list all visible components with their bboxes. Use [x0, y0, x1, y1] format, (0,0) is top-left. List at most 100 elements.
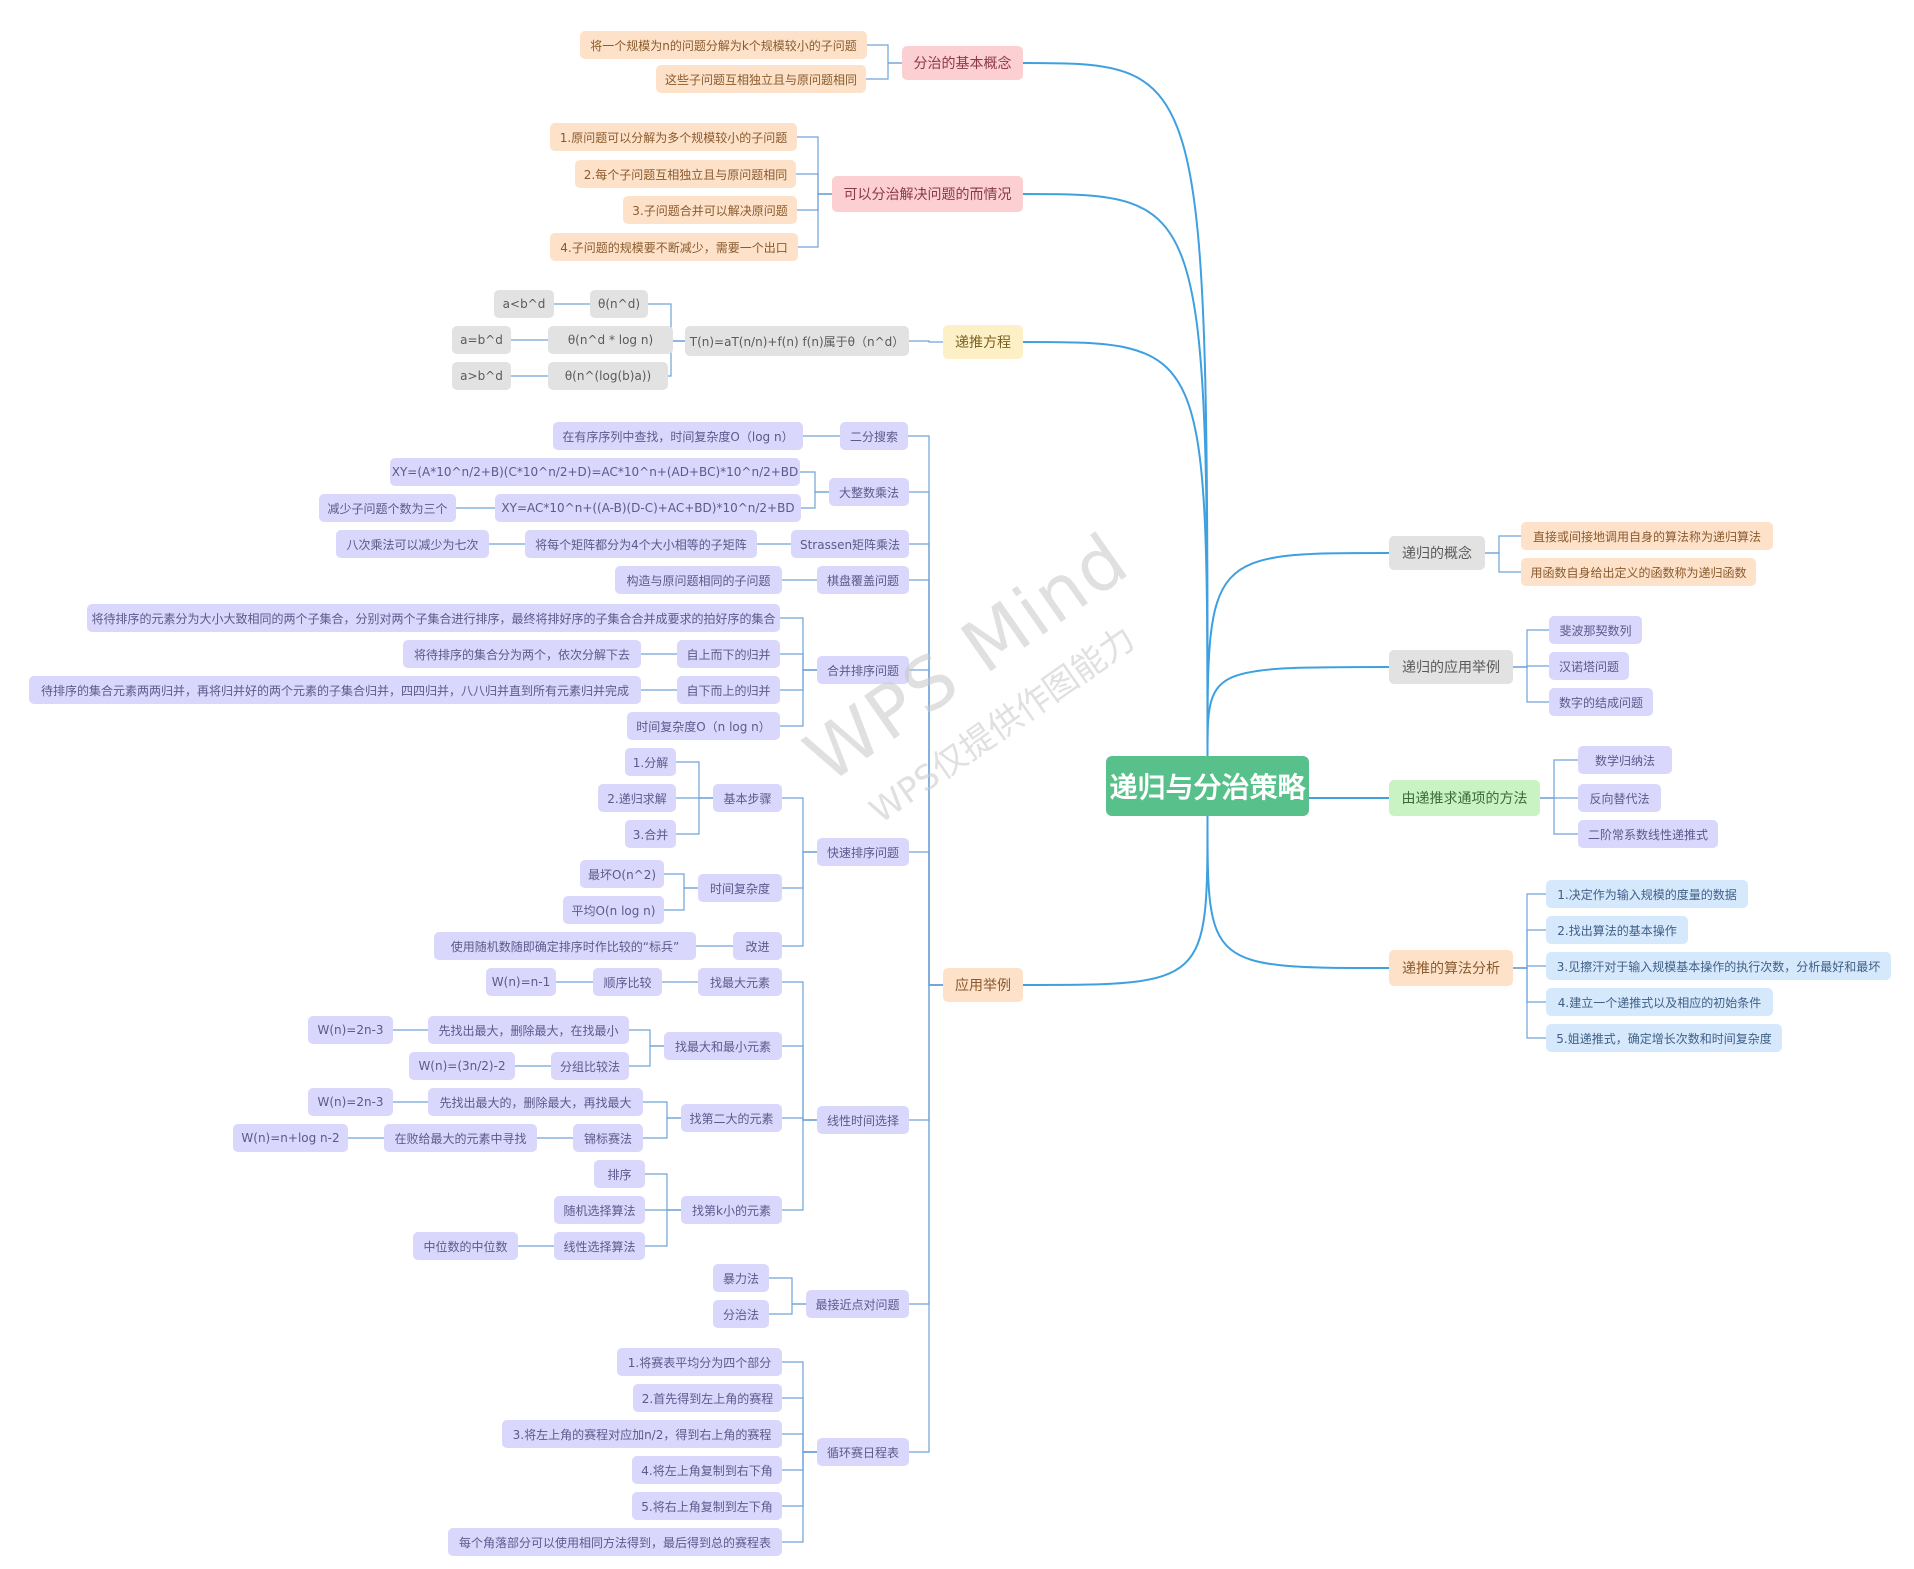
node-b-cases[interactable]: 可以分治解决问题的而情况 [832, 176, 1023, 212]
node-ra3[interactable]: 数字的结成问题 [1549, 688, 1653, 716]
node-st1[interactable]: 将每个矩阵都分为4个大小相等的子矩阵 [525, 530, 757, 558]
node-b-method[interactable]: 由递推求通项的方法 [1389, 780, 1540, 816]
edge-rr-to-rr3 [782, 1433, 817, 1453]
node-bs[interactable]: 二分搜索 [840, 422, 908, 450]
node-ls-k3[interactable]: 线性选择算法 [554, 1232, 645, 1260]
node-ls-mm2a[interactable]: W(n)=(3n/2)-2 [409, 1052, 515, 1080]
node-qs-time[interactable]: 时间复杂度 [698, 874, 782, 902]
node-mg1[interactable]: 将待排序的元素分为大小大致相同的两个子集合，分别对两个子集合进行排序，最终将排好… [87, 604, 780, 632]
node-rec-t1[interactable]: θ(n^d) [590, 290, 648, 318]
node-rr1[interactable]: 1.将赛表平均分为四个部分 [617, 1348, 782, 1376]
node-cl2[interactable]: 分治法 [713, 1300, 769, 1328]
node-rr[interactable]: 循环赛日程表 [817, 1438, 909, 1466]
node-ls-2nd2b[interactable]: W(n)=n+log n-2 [233, 1124, 348, 1152]
node-rec-c2[interactable]: a=b^d [452, 326, 511, 354]
node-an5[interactable]: 5.姐递推式，确定增长次数和时间复杂度 [1546, 1024, 1782, 1052]
node-b-app[interactable]: 应用举例 [943, 968, 1023, 1002]
edge-quick-to-qs-time [782, 851, 817, 889]
node-ls-k[interactable]: 找第k小的元素 [681, 1196, 782, 1224]
node-qs-imp[interactable]: 改进 [733, 932, 782, 960]
node-b-rec[interactable]: 递推方程 [943, 325, 1023, 359]
node-me2[interactable]: 反向替代法 [1578, 784, 1661, 812]
node-b-analysis[interactable]: 递推的算法分析 [1389, 950, 1513, 986]
node-an4[interactable]: 4.建立一个递推式以及相应的初始条件 [1546, 988, 1773, 1016]
node-linsel[interactable]: 线性时间选择 [817, 1106, 909, 1134]
node-me3[interactable]: 二阶常系数线性递推式 [1578, 820, 1718, 848]
node-qs-s2[interactable]: 2.递归求解 [598, 784, 676, 812]
node-case2[interactable]: 2.每个子问题互相独立且与原问题相同 [575, 160, 796, 188]
node-ls-mm1[interactable]: 先找出最大，删除最大，在找最小 [428, 1016, 629, 1044]
node-rec-t2[interactable]: θ(n^d * log n) [548, 326, 673, 354]
node-rec-eq[interactable]: T(n)=aT(n/n)+f(n) f(n)属于θ（n^d） [685, 326, 909, 356]
node-strassen[interactable]: Strassen矩阵乘法 [791, 530, 909, 558]
node-ls-2nd2[interactable]: 锦标赛法 [573, 1124, 643, 1152]
node-chess[interactable]: 棋盘覆盖问题 [817, 566, 909, 594]
node-mg3a[interactable]: 待排序的集合元素两两归并，再将归并好的两个元素的子集合归并，四四归并，八八归并直… [29, 676, 641, 704]
node-con2[interactable]: 用函数自身给出定义的函数称为递归函数 [1521, 558, 1756, 586]
edge-b-cases-to-case4 [798, 193, 832, 248]
node-rr5[interactable]: 5.将右上角复制到左下角 [632, 1492, 782, 1520]
node-b-recapp[interactable]: 递归的应用举例 [1389, 650, 1513, 684]
node-ls-2nd[interactable]: 找第二大的元素 [681, 1104, 782, 1132]
node-bm2a[interactable]: 减少子问题个数为三个 [319, 494, 456, 522]
node-ch1[interactable]: 构造与原问题相同的子问题 [615, 566, 782, 594]
node-basic1[interactable]: 将一个规模为n的问题分解为k个规模较小的子问题 [580, 31, 867, 59]
node-qs-steps[interactable]: 基本步骤 [713, 784, 782, 812]
node-rec-c3[interactable]: a>b^d [452, 362, 511, 390]
edge-b-analysis-to-an5 [1513, 967, 1546, 1039]
node-qs-s1[interactable]: 1.分解 [625, 748, 676, 776]
node-case3[interactable]: 3.子问题合并可以解决原问题 [623, 196, 797, 224]
edge-root-to-b-recapp [1206, 666, 1390, 757]
node-rr2[interactable]: 2.首先得到左上角的赛程 [633, 1384, 782, 1412]
node-mg4[interactable]: 时间复杂度O（n log n） [627, 712, 780, 740]
node-rec-c1[interactable]: a<b^d [494, 290, 554, 318]
node-qs-t2[interactable]: 平均O(n log n) [563, 896, 664, 924]
node-mg2[interactable]: 自上而下的归并 [677, 640, 780, 668]
node-ls-k3a[interactable]: 中位数的中位数 [413, 1232, 518, 1260]
node-mg3[interactable]: 自下而上的归并 [677, 676, 780, 704]
node-ls-mm2[interactable]: 分组比较法 [551, 1052, 629, 1080]
node-ls-max1[interactable]: 顺序比较 [593, 968, 662, 996]
node-bs1[interactable]: 在有序序列中查找，时间复杂度O（log n） [553, 422, 803, 450]
node-rec-t3[interactable]: θ(n^(log(b)a)) [548, 362, 668, 390]
node-ls-2nd2a[interactable]: 在败给最大的元素中寻找 [384, 1124, 537, 1152]
node-bm1[interactable]: XY=(A*10^n/2+B)(C*10^n/2+D)=AC*10^n+(AD+… [390, 458, 800, 486]
node-closest[interactable]: 最接近点对问题 [806, 1290, 909, 1318]
node-rr4[interactable]: 4.将左上角复制到右下角 [632, 1456, 782, 1484]
node-an1[interactable]: 1.决定作为输入规模的度量的数据 [1546, 880, 1748, 908]
node-basic2[interactable]: 这些子问题互相独立且与原问题相同 [656, 65, 866, 93]
node-case1[interactable]: 1.原问题可以分解为多个规模较小的子问题 [550, 123, 797, 151]
node-rr6[interactable]: 每个角落部分可以使用相同方法得到，最后得到总的赛程表 [448, 1528, 782, 1556]
node-st1a[interactable]: 八次乘法可以减少为七次 [336, 530, 489, 558]
node-root[interactable]: 递归与分治策略 [1106, 756, 1309, 816]
node-case4[interactable]: 4.子问题的规模要不断减少，需要一个出口 [550, 233, 798, 261]
edge-b-app-to-rr [909, 984, 943, 1453]
node-an2[interactable]: 2.找出算法的基本操作 [1546, 916, 1688, 944]
node-qs-t1[interactable]: 最坏O(n^2) [580, 860, 664, 888]
node-ls-max1a[interactable]: W(n)=n-1 [486, 968, 556, 996]
node-b-basic[interactable]: 分治的基本概念 [902, 46, 1023, 80]
node-bm2[interactable]: XY=AC*10^n+((A-B)(D-C)+AC+BD)*10^n/2+BD [495, 494, 801, 522]
node-cl1[interactable]: 暴力法 [713, 1264, 769, 1292]
node-b-concept[interactable]: 递归的概念 [1389, 536, 1485, 570]
node-merge[interactable]: 合并排序问题 [817, 656, 909, 684]
node-con1[interactable]: 直接或间接地调用自身的算法称为递归算法 [1521, 522, 1773, 550]
node-ls-k1[interactable]: 排序 [594, 1160, 645, 1188]
node-bigmul[interactable]: 大整数乘法 [829, 478, 909, 506]
node-ls-2nd1[interactable]: 先找出最大的，删除最大，再找最大 [428, 1088, 643, 1116]
node-an3[interactable]: 3.见擦汗对于输入规模基本操作的执行次数，分析最好和最坏 [1546, 952, 1891, 980]
node-qs-imp1[interactable]: 使用随机数随即确定排序时作比较的“标兵” [434, 932, 696, 960]
node-ls-mm[interactable]: 找最大和最小元素 [664, 1032, 782, 1060]
node-ls-2nd1a[interactable]: W(n)=2n-3 [308, 1088, 393, 1116]
node-rr3[interactable]: 3.将左上角的赛程对应加n/2，得到右上角的赛程 [502, 1420, 782, 1448]
node-qs-s3[interactable]: 3.合并 [625, 820, 676, 848]
node-ls-mm1a[interactable]: W(n)=2n-3 [308, 1016, 393, 1044]
node-quick[interactable]: 快速排序问题 [817, 838, 909, 866]
edge-b-app-to-merge [909, 669, 943, 986]
node-ra1[interactable]: 斐波那契数列 [1549, 616, 1642, 644]
node-ls-k2[interactable]: 随机选择算法 [554, 1196, 645, 1224]
node-ls-max[interactable]: 找最大元素 [698, 968, 782, 996]
node-ra2[interactable]: 汉诺塔问题 [1549, 652, 1629, 680]
node-me1[interactable]: 数学归纳法 [1578, 746, 1672, 774]
node-mg2a[interactable]: 将待排序的集合分为两个，依次分解下去 [403, 640, 641, 668]
